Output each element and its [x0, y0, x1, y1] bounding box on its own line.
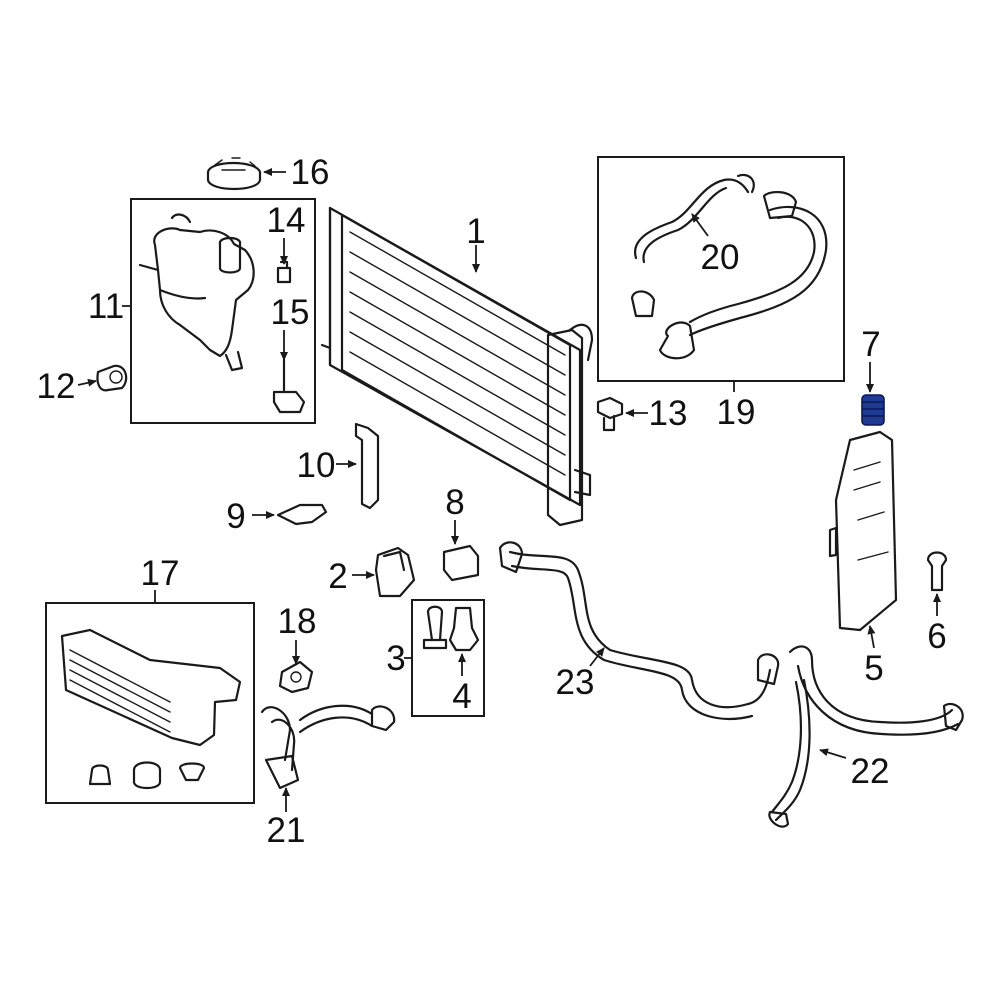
upper-hose-group-box [597, 156, 845, 382]
callout-5: 5 [864, 649, 883, 688]
large-coolant-hose-part[interactable] [630, 190, 828, 360]
callout-21: 21 [267, 811, 306, 850]
expansion-tank-group-box [130, 198, 316, 424]
callout-3: 3 [386, 639, 405, 678]
oil-cooler-part[interactable] [60, 628, 242, 747]
radiator-part[interactable] [320, 206, 594, 527]
expansion-tank-part[interactable] [138, 213, 255, 372]
screw-part[interactable] [926, 551, 948, 592]
callout-17: 17 [141, 554, 180, 593]
callout-4: 4 [452, 677, 471, 716]
callout-6: 6 [927, 617, 946, 656]
leader-20 [691, 213, 709, 237]
callout-labels: 1 2 3 4 5 6 7 8 9 10 11 12 13 14 15 16 1… [37, 153, 947, 850]
callout-12: 12 [37, 367, 76, 406]
oil-cooler-hose-part[interactable] [260, 704, 396, 790]
small-coolant-hose-part[interactable] [634, 173, 755, 264]
radiator-bracket-part[interactable] [354, 422, 380, 510]
sealing-plug-part[interactable] [448, 606, 480, 652]
oil-cooler-group-box [45, 602, 255, 804]
oil-cooler-fittings-part[interactable] [88, 761, 206, 790]
callout-7: 7 [861, 325, 880, 364]
callout-11: 11 [88, 287, 124, 326]
callout-15: 15 [271, 293, 310, 332]
callout-20: 20 [701, 238, 740, 277]
callout-19: 19 [717, 393, 756, 432]
callout-10: 10 [297, 446, 336, 485]
leader-23 [589, 647, 605, 667]
rubber-mount-part[interactable] [374, 546, 416, 598]
leader-lines [77, 168, 941, 812]
grommet-part-highlighted[interactable] [861, 394, 885, 426]
bolt-part[interactable] [596, 396, 624, 432]
temperature-sensor-part[interactable] [442, 544, 480, 582]
mounting-clip-part[interactable] [276, 503, 328, 526]
thermostat-part[interactable] [278, 660, 314, 694]
callout-1: 1 [466, 212, 485, 251]
callout-13: 13 [649, 394, 688, 433]
level-sensor-part[interactable] [276, 260, 292, 284]
level-sensor-clip-part[interactable] [272, 358, 306, 414]
forked-coolant-hose-part[interactable] [768, 645, 964, 828]
drain-screw-part[interactable] [96, 364, 128, 392]
expansion-tank-cap-part[interactable] [206, 157, 262, 190]
air-duct-part[interactable] [828, 430, 898, 632]
plug-group-box [411, 599, 485, 717]
callout-2: 2 [328, 557, 347, 596]
leader-5 [867, 625, 876, 649]
callout-18: 18 [278, 602, 317, 641]
drain-plug-part[interactable] [422, 605, 448, 650]
callout-14: 14 [267, 201, 306, 240]
leader-12 [77, 378, 97, 387]
callout-8: 8 [445, 483, 464, 522]
long-coolant-hose-part[interactable] [498, 541, 780, 720]
callout-16: 16 [291, 153, 330, 192]
leader-22 [819, 748, 847, 759]
callout-22: 22 [851, 752, 890, 791]
callout-23: 23 [556, 663, 595, 702]
callout-9: 9 [226, 497, 245, 536]
